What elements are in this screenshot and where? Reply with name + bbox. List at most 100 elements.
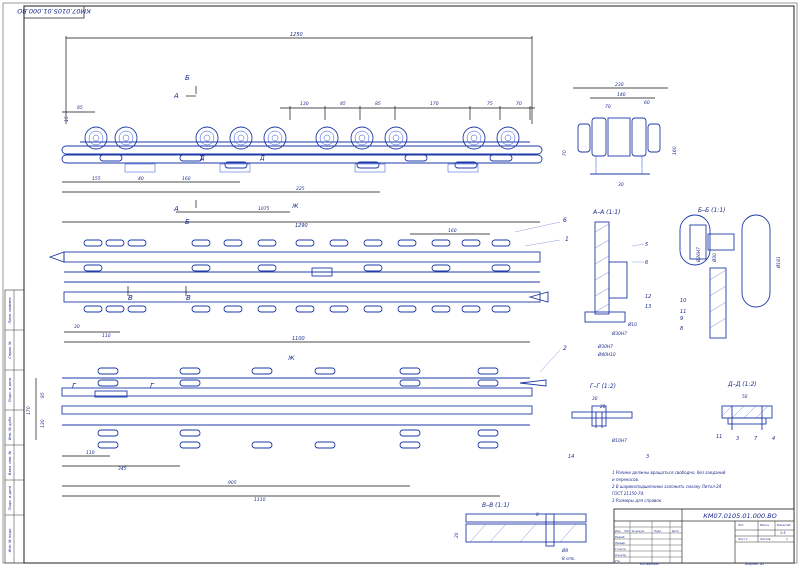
aa-dim-4: Ø10 [627, 321, 637, 328]
title-code: КМ07.0105.01.000.ВО [703, 512, 777, 520]
marker-G-2: Г [150, 382, 155, 390]
dim-160-mid: 160 [448, 228, 457, 234]
dim-1100: 1100 [292, 336, 305, 342]
section-dd-title: Д–Д (1:2) [727, 381, 757, 388]
code-stamp-text: КМ07.0105.01.000.ВО [17, 7, 91, 15]
dim-1290: 1290 [295, 223, 308, 229]
tb-mass: Масса [760, 523, 769, 527]
marker-A-bot: А [173, 205, 179, 213]
gg-dim-3: Ø10H7 [611, 437, 627, 444]
tb-izm: Изм. [615, 529, 621, 533]
tb-ndoc: № докум. [631, 530, 645, 533]
section-aa: А–А (1:1) 5 6 12 13 Ø30H7 Ø40H10 Ø30H7 Ø… [584, 209, 651, 358]
roller-group-4 [462, 126, 520, 150]
strip-label-4: Инв. № дубл. [8, 416, 12, 441]
marker-B-top: Б [185, 74, 190, 82]
code-stamp-top [23, 5, 85, 19]
pad-row-mid-1 [83, 239, 511, 247]
bb-dim-1: Ø26H7 [695, 247, 702, 263]
dim-170-bot: 170 [26, 406, 32, 415]
pad-row-mid-2 [83, 264, 511, 272]
strip-label-6: Подп. и дата [8, 486, 12, 510]
tb-sheets: Листов [759, 537, 771, 541]
marker-V-2: В [186, 294, 191, 302]
dim-60-side: 60 [644, 100, 650, 106]
strip-label-2: Справ. № [8, 341, 12, 359]
strip-label-5: Взам. инв. № [8, 451, 12, 476]
pos-4-dd: 4 [772, 436, 775, 442]
dim-15: 15 [64, 116, 70, 122]
section-gg: Г–Г (1:2) 30 20 Ø10H7 3 14 [568, 383, 649, 460]
middle-view: 160 6 1 В В [48, 217, 569, 362]
tb-scale: 1:5 [780, 531, 786, 535]
aa-dim-2: Ø40H10 [597, 351, 616, 358]
dim-85-left: 85 [77, 105, 83, 111]
pad-row-bot-4 [97, 441, 499, 449]
left-binding-strip: Перв. примен. Справ. № Подп. и дата Инв.… [4, 289, 25, 564]
dim-225: 225 [296, 186, 305, 192]
pad-row-bot-3 [97, 429, 499, 437]
section-gg-title: Г–Г (1:2) [590, 383, 616, 390]
section-vv-title: В–В (1:1) [482, 502, 509, 509]
dim-905: 905 [228, 480, 237, 486]
tb-prov: Провер. [615, 541, 626, 545]
dim-1075: 1075 [258, 206, 270, 212]
dim-345: 345 [118, 466, 127, 472]
dim-70-side: 70 [605, 104, 611, 110]
dim-230: 230 [615, 82, 624, 88]
gg-dim-1: 30 [592, 396, 598, 402]
top-view: 1250 130 85 85 170 75 70 85 15 [61, 32, 543, 229]
bb-dim-2: Ø30 [711, 253, 718, 263]
title-block: Изм. Лист № докум. Подп. Дата Разраб. Пр… [613, 508, 795, 564]
dim-140: 140 [617, 92, 626, 98]
marker-D-2: Д [259, 155, 265, 162]
dim-160-vert: 160 [672, 146, 678, 155]
pos-11-dd: 11 [716, 434, 722, 440]
marker-ZH-top: Ж [291, 203, 299, 210]
note-line-5: 3 Размеры для справок. [612, 498, 663, 503]
pos-3-dd: 3 [736, 436, 739, 442]
inner-frame [23, 5, 795, 564]
pos-12-aa: 12 [645, 294, 651, 300]
dim-110-mid: 110 [102, 333, 111, 339]
bottom-view: 170 85 130 Г Г 110 345 905 [26, 345, 567, 503]
roller-group-2 [195, 126, 287, 150]
vv-dim-2: 8 [536, 512, 539, 518]
tb-razrab: Разраб. [615, 535, 625, 539]
pos-1-mid: 1 [565, 236, 569, 243]
pos-13-aa: 13 [645, 304, 651, 310]
tb-tkontr: Т.контр. [615, 547, 626, 551]
note-line-1: 1 Ролики должны вращаться свободно, без … [612, 470, 726, 475]
marker-V-1: В [128, 294, 133, 302]
dim-85-bot: 85 [40, 392, 46, 398]
marker-B-bot: Б [185, 218, 190, 226]
pos-3-gg: 3 [646, 454, 649, 460]
aa-dim-3: Ø30H7 [611, 330, 627, 337]
dim-170: 170 [430, 101, 439, 107]
copied-label: Копировал [640, 562, 660, 566]
vv-dim-1: 20 [454, 532, 460, 538]
dim-40: 40 [138, 176, 144, 182]
pos-5-aa: 5 [645, 242, 648, 248]
strip-label-7: Инв. № подл. [8, 528, 12, 553]
tb-lit: Лит. [737, 523, 745, 527]
note-line-3: 2 В шарикоподшипники заложить смазку Лит… [612, 484, 722, 489]
section-bb-title: Б–Б (1:1) [698, 207, 725, 214]
tb-list: Лист [623, 529, 631, 533]
note-line-4: ГОСТ 21150-74. [612, 491, 644, 496]
dim-75: 75 [487, 101, 493, 107]
dim-85b: 85 [375, 101, 381, 107]
tb-podp: Подп. [654, 529, 662, 533]
note-line-2: и перекосов. [612, 477, 639, 482]
marker-G-1: Г [72, 382, 77, 390]
pos-14-gg: 14 [568, 454, 574, 460]
tb-data: Дата [671, 529, 679, 533]
dd-dim-1: 50 [742, 394, 748, 400]
dim-110-bot: 110 [86, 450, 95, 456]
marker-A-top: А [173, 92, 179, 100]
tb-nkontr: Н.контр. [615, 553, 627, 557]
dim-160: 160 [182, 176, 191, 182]
pos-7-dd: 7 [754, 436, 758, 442]
